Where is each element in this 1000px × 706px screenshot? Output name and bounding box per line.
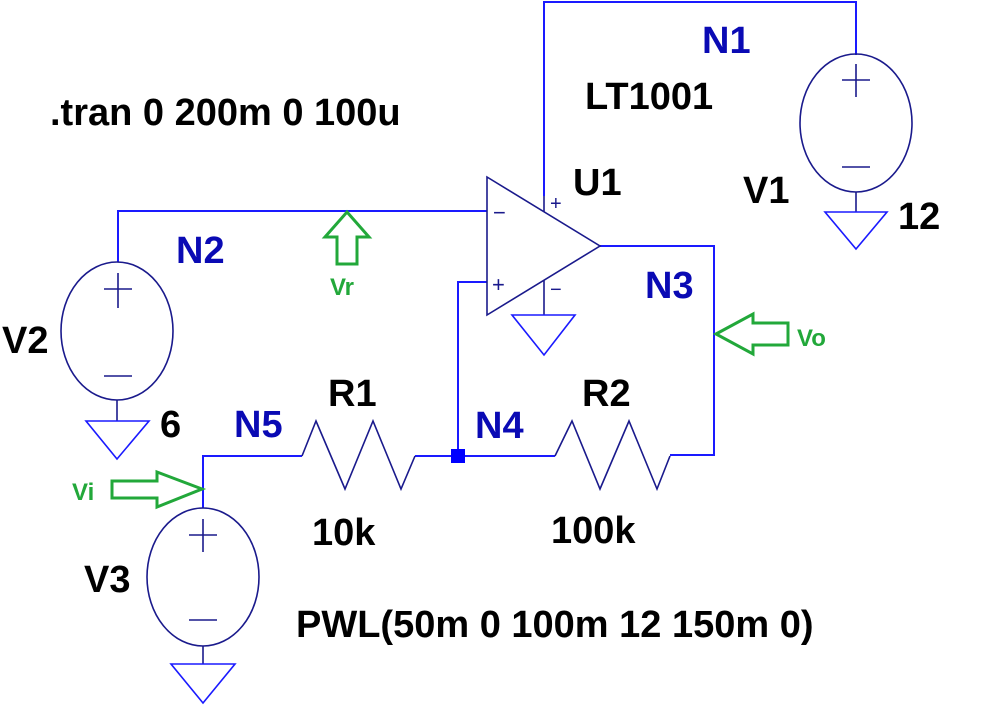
ground-v1 [823,211,889,251]
opamp-u1[interactable] [486,175,602,317]
junction-n4[interactable] [451,449,465,463]
probe-vi-label: Vi [72,479,94,506]
wire-n4-vertical[interactable] [457,281,487,456]
r1-value-label: 10k [312,512,376,554]
opamp-vneg-mark: − [550,279,562,301]
probe-vi-arrow-icon[interactable] [110,469,207,510]
probe-vo-arrow-icon[interactable] [712,311,790,357]
opamp-name-label: U1 [573,162,622,204]
net-label-n5: N5 [234,404,283,446]
net-label-n2: N2 [176,230,225,272]
r1-name-label: R1 [328,373,377,415]
net-label-n3: N3 [645,265,694,307]
wire-n3[interactable] [600,245,715,456]
v3-name-label: V3 [84,559,130,601]
opamp-inv-mark: − [493,200,506,225]
ground-symbol [510,314,577,357]
v1-value-label: 12 [898,196,940,238]
wire-n1[interactable] [543,1,857,196]
ground-opamp [510,314,577,357]
wire-n5[interactable] [202,455,302,508]
v2-value-label: 6 [160,404,181,446]
tran-directive[interactable]: .tran 0 200m 0 100u [50,92,401,134]
net-label-n4: N4 [475,405,524,447]
net-label-n1: N1 [702,20,751,62]
ground-v2 [84,420,151,461]
ground-v3 [169,663,237,705]
probe-vr-arrow-icon[interactable] [321,209,373,266]
opamp-noninv-mark: + [492,272,505,297]
resistor-r1[interactable] [301,418,416,492]
voltage-source-v2[interactable] [60,261,174,421]
resistor-r2[interactable] [554,418,671,492]
r2-name-label: R2 [582,373,631,415]
v3-value-label[interactable]: PWL(50m 0 100m 12 150m 0) [296,604,814,646]
v2-name-label: V2 [2,320,48,362]
probe-vr-label: Vr [330,274,354,301]
r2-value-label: 100k [551,510,636,552]
opamp-model-label: LT1001 [585,76,713,118]
probe-vo-label: Vo [797,325,826,352]
voltage-source-v3[interactable] [146,507,260,664]
v2-body [60,261,174,401]
v1-name-label: V1 [743,170,789,212]
wires [117,1,857,508]
opamp-vpos-mark: + [550,193,562,215]
wire-n2[interactable] [117,210,487,262]
voltage-source-v1[interactable] [799,53,913,212]
